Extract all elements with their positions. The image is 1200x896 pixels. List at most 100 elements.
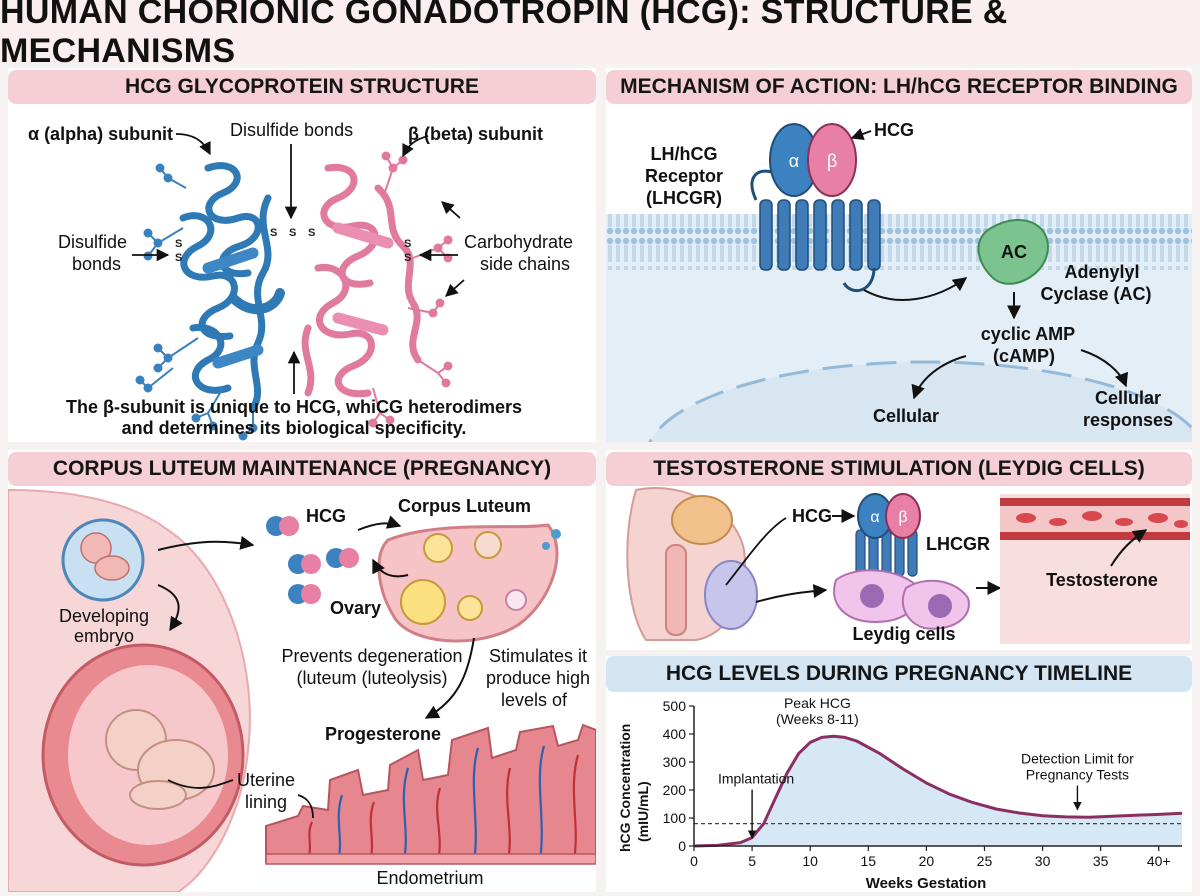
ovary-follicles — [400, 529, 561, 625]
y-tick-label: 300 — [663, 754, 687, 770]
timeline-panel: HCG LEVELS DURING PREGNANCY TIMELINE 0 10… — [606, 656, 1192, 892]
ovary — [377, 523, 559, 643]
receptor-label-1: LH/hCG — [651, 144, 718, 164]
corpus-luteum-label: Corpus Luteum — [398, 496, 531, 516]
corpus-panel: Developing embryo HCG Corpus Luteum — [8, 450, 596, 892]
y-tick-label: 500 — [663, 698, 687, 714]
svg-text:S: S — [308, 227, 315, 239]
x-tick-label: 30 — [1035, 853, 1051, 869]
timeline-header: HCG LEVELS DURING PREGNANCY TIMELINE — [606, 656, 1192, 692]
disulfide-markers: S S S S S S S — [175, 227, 411, 264]
cellular-responses-1: Cellular — [1095, 388, 1161, 408]
structure-caption-1: The β-subunit is unique to HCG, whiCG he… — [66, 397, 522, 417]
vessel-wall-bottom — [1000, 532, 1190, 540]
adenylyl-label-1: Adenylyl — [1064, 262, 1139, 282]
x-tick-label: 40+ — [1147, 853, 1171, 869]
y-tick-label: 100 — [663, 810, 687, 826]
disulfide-left-label-2: bonds — [72, 254, 121, 274]
structure-figure: S S S S S S S α (alpha) subunit β (beta)… — [28, 120, 573, 441]
leydig-beta-glyph: β — [898, 509, 907, 526]
stimulates-label-2: produce high — [486, 668, 590, 688]
endometrium-base — [265, 853, 596, 865]
detection-annotation-1: Detection Limit for — [1021, 751, 1134, 767]
cellular-label: Cellular — [873, 406, 939, 426]
y-tick-label: 400 — [663, 726, 687, 742]
red-blood-cells — [1016, 511, 1188, 528]
beta-subunit-structure — [301, 163, 422, 398]
implantation-annotation: Implantation — [718, 771, 794, 787]
svg-text:S: S — [289, 227, 296, 239]
structure-header: HCG GLYCOPROTEIN STRUCTURE — [8, 70, 596, 104]
camp-label-1: cyclic AMP — [981, 324, 1075, 344]
alpha-label: α (alpha) subunit — [28, 124, 173, 144]
leydig-hcg-label: HCG — [792, 506, 832, 526]
leydig-cells — [833, 569, 970, 630]
uterine-label-2: lining — [245, 792, 287, 812]
detection-annotation-2: Pregnancy Tests — [1026, 767, 1129, 783]
beta-glyph: β — [827, 151, 837, 171]
peak-annotation-1: Peak HCG — [784, 695, 851, 711]
endometrium-label: Endometrium — [376, 868, 483, 888]
y-tick-label: 0 — [678, 838, 686, 854]
x-tick-label: 35 — [1093, 853, 1109, 869]
ovary-label: Ovary — [330, 598, 381, 618]
alpha-glyph: α — [789, 151, 799, 171]
mechanism-header: MECHANISM OF ACTION: LH/hCG RECEPTOR BIN… — [606, 70, 1192, 104]
male-anatomy — [626, 487, 758, 641]
page-title: HUMAN CHORIONIC GONADOTROPIN (HCG): STRU… — [0, 0, 1200, 70]
x-tick-label: 15 — [860, 853, 876, 869]
leydig-label: Leydig cells — [852, 624, 955, 644]
mechanism-panel: α β HCG LH/hCG Receptor (LHCGR) AC Adeny… — [606, 68, 1192, 442]
stimulates-label-3: levels of — [501, 690, 568, 710]
embryo-label-1: Developing — [59, 606, 149, 626]
peak-annotation-2: (Weeks 8-11) — [776, 711, 859, 727]
receptor-label-3: (LHCGR) — [646, 188, 722, 208]
stimulates-label-1: Stimulates it — [489, 646, 587, 666]
disulfide-left-label-1: Disulfide — [58, 232, 127, 252]
testosterone-panel: α β HCG LHCGR Leydig cells — [606, 450, 1192, 650]
embryo — [80, 532, 130, 581]
testosterone-figure: α β HCG LHCGR Leydig cells — [626, 487, 1190, 644]
adenylyl-cyclase — [977, 218, 1049, 285]
testosterone-header: TESTOSTERONE STIMULATION (LEYDIG CELLS) — [606, 452, 1192, 486]
lhcgr-label: LHCGR — [926, 534, 990, 554]
prevents-label-1: Prevents degeneration — [281, 646, 462, 666]
carb-label-1: Carbohydrate — [464, 232, 573, 252]
receptor-label-2: Receptor — [645, 166, 723, 186]
endometrium-tissue — [265, 723, 596, 863]
alpha-subunit-structure — [179, 162, 285, 412]
chart-ylabel-2: (mIU/mL) — [635, 781, 651, 842]
hcg-molecules — [266, 516, 359, 604]
svg-text:S: S — [404, 252, 411, 264]
svg-text:S: S — [175, 238, 182, 250]
nucleus — [648, 360, 1192, 442]
vessel-wall-top — [1000, 498, 1190, 506]
carb-label-2: side chains — [480, 254, 570, 274]
camp-label-2: (cAMP) — [993, 346, 1055, 366]
lhcgr-receptor — [750, 169, 881, 293]
fetus — [105, 709, 215, 810]
progesterone-label: Progesterone — [325, 724, 441, 744]
cell-membrane — [606, 214, 1192, 270]
corpus-hcg-label: HCG — [306, 506, 346, 526]
ac-label: AC — [1001, 242, 1027, 262]
y-tick-label: 200 — [663, 782, 687, 798]
corpus-figure: Developing embryo HCG Corpus Luteum — [8, 488, 596, 892]
leydig-hcg-beta — [885, 493, 921, 539]
cellular-responses-2: responses — [1083, 410, 1173, 430]
hcg-series-line — [693, 734, 1183, 848]
hcg-area-fill — [694, 736, 1182, 846]
uterine-label-1: Uterine — [237, 770, 295, 790]
hcg-beta-subunit — [807, 123, 857, 197]
x-tick-label: 5 — [748, 853, 756, 869]
adenylyl-label-2: Cyclase (AC) — [1040, 284, 1151, 304]
beta-label: β (beta) subunit — [408, 124, 543, 144]
x-tick-label: 0 — [690, 853, 698, 869]
structure-panel: HCG GLYCOPROTEIN STRUCTURE — [8, 68, 596, 442]
x-tick-label: 10 — [802, 853, 818, 869]
mechanism-hcg-label: HCG — [874, 120, 914, 140]
structure-caption-2: and determines its biological specificit… — [122, 418, 467, 438]
leydig-alpha-glyph: α — [870, 509, 879, 526]
testosterone-label: Testosterone — [1046, 570, 1158, 590]
